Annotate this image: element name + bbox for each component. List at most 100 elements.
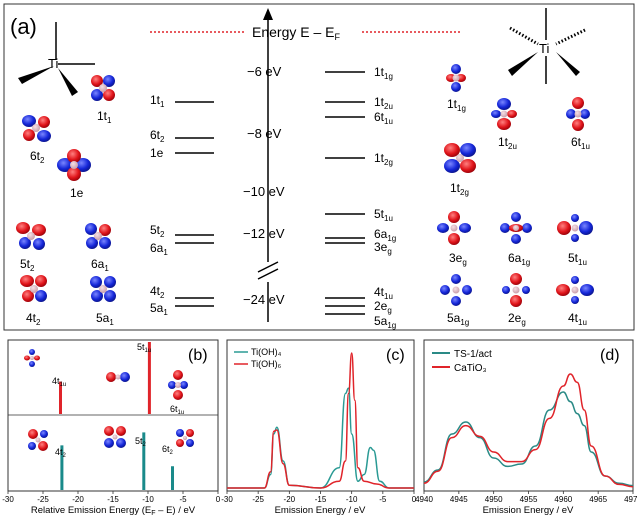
level-label-5a1: 5a1	[150, 301, 168, 317]
panel-c-tick-label: -20	[284, 495, 296, 504]
panel-a-label: (a)	[10, 14, 37, 39]
left-levels	[175, 101, 214, 307]
orbital-6a1-image	[85, 223, 111, 249]
level-label-5t1u: 5t1u	[374, 207, 393, 223]
level-label-1e: 1e	[150, 146, 164, 160]
panel-b-orbital-icon-5	[104, 426, 126, 448]
panel-b-teal-label-6t2: 6t2	[162, 444, 174, 456]
right-level-labels: 1t1g 1t2u 6t1u 1t2g 5t1u 6a1g 3eg 4t1u 2…	[374, 65, 396, 330]
right-levels	[325, 71, 365, 315]
orbital-label-6a1: 6a1	[91, 257, 109, 273]
legend-ts1-act: TS-1/act	[454, 349, 492, 360]
panel-b-teal-label-4t2: 4t2	[55, 447, 67, 459]
orbital-6t1u-image	[566, 97, 590, 131]
tick-8ev: −8 eV	[247, 126, 282, 141]
legend-catio3: CaTiO₃	[454, 363, 487, 374]
orbital-label-5t1u: 5t1u	[568, 251, 587, 267]
orbital-label-1e: 1e	[70, 186, 84, 200]
panel-b-label: (b)	[188, 347, 208, 364]
panel-d-lines	[423, 373, 634, 488]
orbital-label-6t1u: 6t1u	[571, 135, 590, 151]
panel-c-legend: Ti(OH)₄ Ti(OH)₆	[234, 347, 282, 369]
energy-tick-labels: −6 eV −8 eV −10 eV −12 eV −24 eV	[243, 64, 285, 307]
panel-d-tick-label: 4960	[554, 495, 572, 504]
orbital-6a1g-image	[500, 212, 532, 244]
level-label-2eg: 2eg	[374, 299, 392, 315]
series-line-1	[227, 352, 414, 489]
panel-b-tick-label: -5	[179, 495, 187, 504]
panel-d-label: (d)	[600, 347, 620, 364]
series-line-1	[423, 373, 634, 488]
level-label-4t2: 4t2	[150, 284, 165, 300]
tick-6ev: −6 eV	[247, 64, 282, 79]
panel-c-tick-label: -30	[221, 495, 233, 504]
right-ti-label: Ti	[539, 41, 549, 56]
panel-d-tick-label: 4970	[624, 495, 637, 504]
orbital-label-1t2u: 1t2u	[498, 135, 517, 151]
panel-b-orbital-icon-1	[24, 349, 40, 367]
panel-c-tick-label: -5	[379, 495, 387, 504]
level-label-1t1: 1t1	[150, 93, 165, 109]
panel-d-legend: TS-1/act CaTiO₃	[432, 349, 492, 374]
legend-ti-oh4: Ti(OH)₄	[251, 347, 282, 357]
tick-12ev: −12 eV	[243, 226, 285, 241]
tick-24ev: −24 eV	[243, 292, 285, 307]
panel-d-xlabel: Emission Energy / eV	[483, 505, 574, 516]
panel-b-tick-label: 0	[216, 495, 221, 504]
panel-d-tick-label: 4955	[520, 495, 538, 504]
panel-b-bar	[147, 342, 151, 414]
panel-b-tick-label: -20	[72, 495, 84, 504]
orbital-5a1g-image	[440, 274, 472, 306]
orbital-2eg-image	[502, 273, 530, 307]
panel-c-xlabel: Emission Energy / eV	[275, 505, 366, 516]
orbital-4t1u-image	[556, 276, 594, 304]
orbital-5t2-image	[16, 222, 46, 250]
panel-b-bar	[171, 466, 174, 490]
panel-c-label: (c)	[386, 347, 405, 364]
panel-d-xticks: 4940494549504955496049654970	[415, 491, 637, 504]
orbital-label-4t2: 4t2	[26, 311, 41, 327]
tetrahedral-ti-sketch: Ti	[18, 22, 95, 96]
panel-d-tick-label: 4965	[589, 495, 607, 504]
panel-c-tick-label: -10	[346, 495, 358, 504]
level-label-1t2u: 1t2u	[374, 95, 393, 111]
orbital-1e-image	[57, 149, 91, 181]
panel-b-teal-label-5t2: 5t2	[135, 436, 147, 448]
panel-b-orbital-icon-6	[176, 429, 194, 447]
panel-b-tick-label: -25	[37, 495, 49, 504]
orbital-label-6t2: 6t2	[30, 149, 45, 165]
panel-b-bar	[142, 432, 146, 490]
level-label-5a1g: 5a1g	[374, 314, 396, 330]
panel-b-bar	[59, 381, 62, 414]
panel-d-tick-label: 4950	[485, 495, 503, 504]
energy-axis-title: Energy E – EF	[252, 24, 341, 42]
panel-c-tick-label: -15	[315, 495, 327, 504]
left-ti-label: Ti	[48, 56, 58, 71]
orbital-1t1g-image	[446, 64, 466, 92]
panel-b-tick-label: -15	[107, 495, 119, 504]
series-line-0	[423, 391, 634, 487]
orbital-label-2eg: 2eg	[508, 311, 526, 327]
level-label-6t1u: 6t1u	[374, 110, 393, 126]
orbital-5a1-image	[90, 276, 116, 302]
level-label-1t1g: 1t1g	[374, 65, 393, 81]
orbital-label-5a1g: 5a1g	[447, 311, 469, 327]
panel-b-bars	[59, 342, 174, 490]
panel-b-orbital-icon-2	[106, 372, 130, 382]
level-label-6t2: 6t2	[150, 128, 165, 144]
panel-b-red-label-6t1u: 6t1u	[170, 404, 184, 416]
orbital-5t1u-image	[557, 214, 593, 242]
panel-d-tick-label: 4940	[415, 495, 433, 504]
level-label-5t2: 5t2	[150, 223, 165, 239]
panel-c-lines	[227, 352, 414, 489]
axis-break-icon	[257, 261, 279, 280]
orbital-1t1-image	[91, 75, 115, 101]
panel-b-bar	[60, 445, 64, 490]
panel-c-tick-label: 0	[412, 495, 417, 504]
panel-b: (b) 5t1u 4t1u 6t1u 4t2 5t2 6t2	[2, 339, 221, 517]
left-level-labels: 1t1 6t2 1e 5t2 6a1 4t2 5a1	[150, 93, 168, 317]
